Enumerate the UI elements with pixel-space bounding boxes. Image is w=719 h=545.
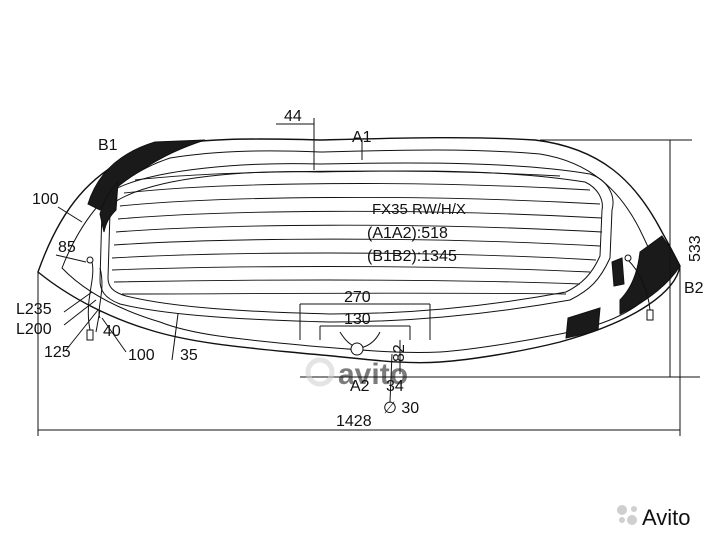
- dim-125: 125: [44, 344, 71, 361]
- dim-35: 35: [180, 347, 198, 364]
- dim-40: 40: [103, 323, 121, 340]
- avito-watermark-center: avito: [305, 357, 408, 391]
- model-code: FX35 RW/H/X: [372, 201, 466, 218]
- dim-44: 44: [284, 108, 302, 125]
- dim-34: 34: [386, 378, 404, 395]
- avito-logo-corner: Avito: [617, 505, 691, 530]
- point-b2: B2: [684, 280, 704, 297]
- b1b2-length: (B1B2):1345: [367, 248, 457, 265]
- defroster-frame: [99, 162, 614, 323]
- svg-text:Avito: Avito: [642, 505, 691, 530]
- ceramic-bottom-right: [565, 307, 601, 339]
- dim-100-left: 100: [32, 191, 59, 208]
- ceramic-b2-corner: [619, 235, 681, 315]
- dim-1428: 1428: [336, 413, 372, 430]
- ceramic-right-strip: [611, 257, 625, 287]
- dim-l235: L235: [16, 301, 52, 318]
- dim-85: 85: [58, 239, 76, 256]
- dim-130: 130: [344, 311, 371, 328]
- defroster-frame-inner: [107, 170, 603, 315]
- dim-82: 82: [391, 344, 408, 362]
- hole-circle: [350, 342, 364, 356]
- dim-100-bottom: 100: [128, 347, 155, 364]
- bracket: [300, 303, 430, 356]
- dim-l200: L200: [16, 321, 52, 338]
- heating-lines: [111, 170, 603, 295]
- a1a2-length: (A1A2):518: [367, 225, 448, 242]
- dim-hole-diameter: ∅ 30: [383, 400, 419, 417]
- dim-533: 533: [687, 235, 704, 262]
- dimension-lines: [38, 118, 680, 431]
- point-b1: B1: [98, 137, 118, 154]
- ceramic-left-strip: [99, 180, 119, 233]
- svg-text:avito: avito: [338, 358, 408, 391]
- dim-270: 270: [344, 289, 371, 306]
- point-a1: A1: [352, 129, 372, 146]
- point-a2: A2: [350, 378, 370, 395]
